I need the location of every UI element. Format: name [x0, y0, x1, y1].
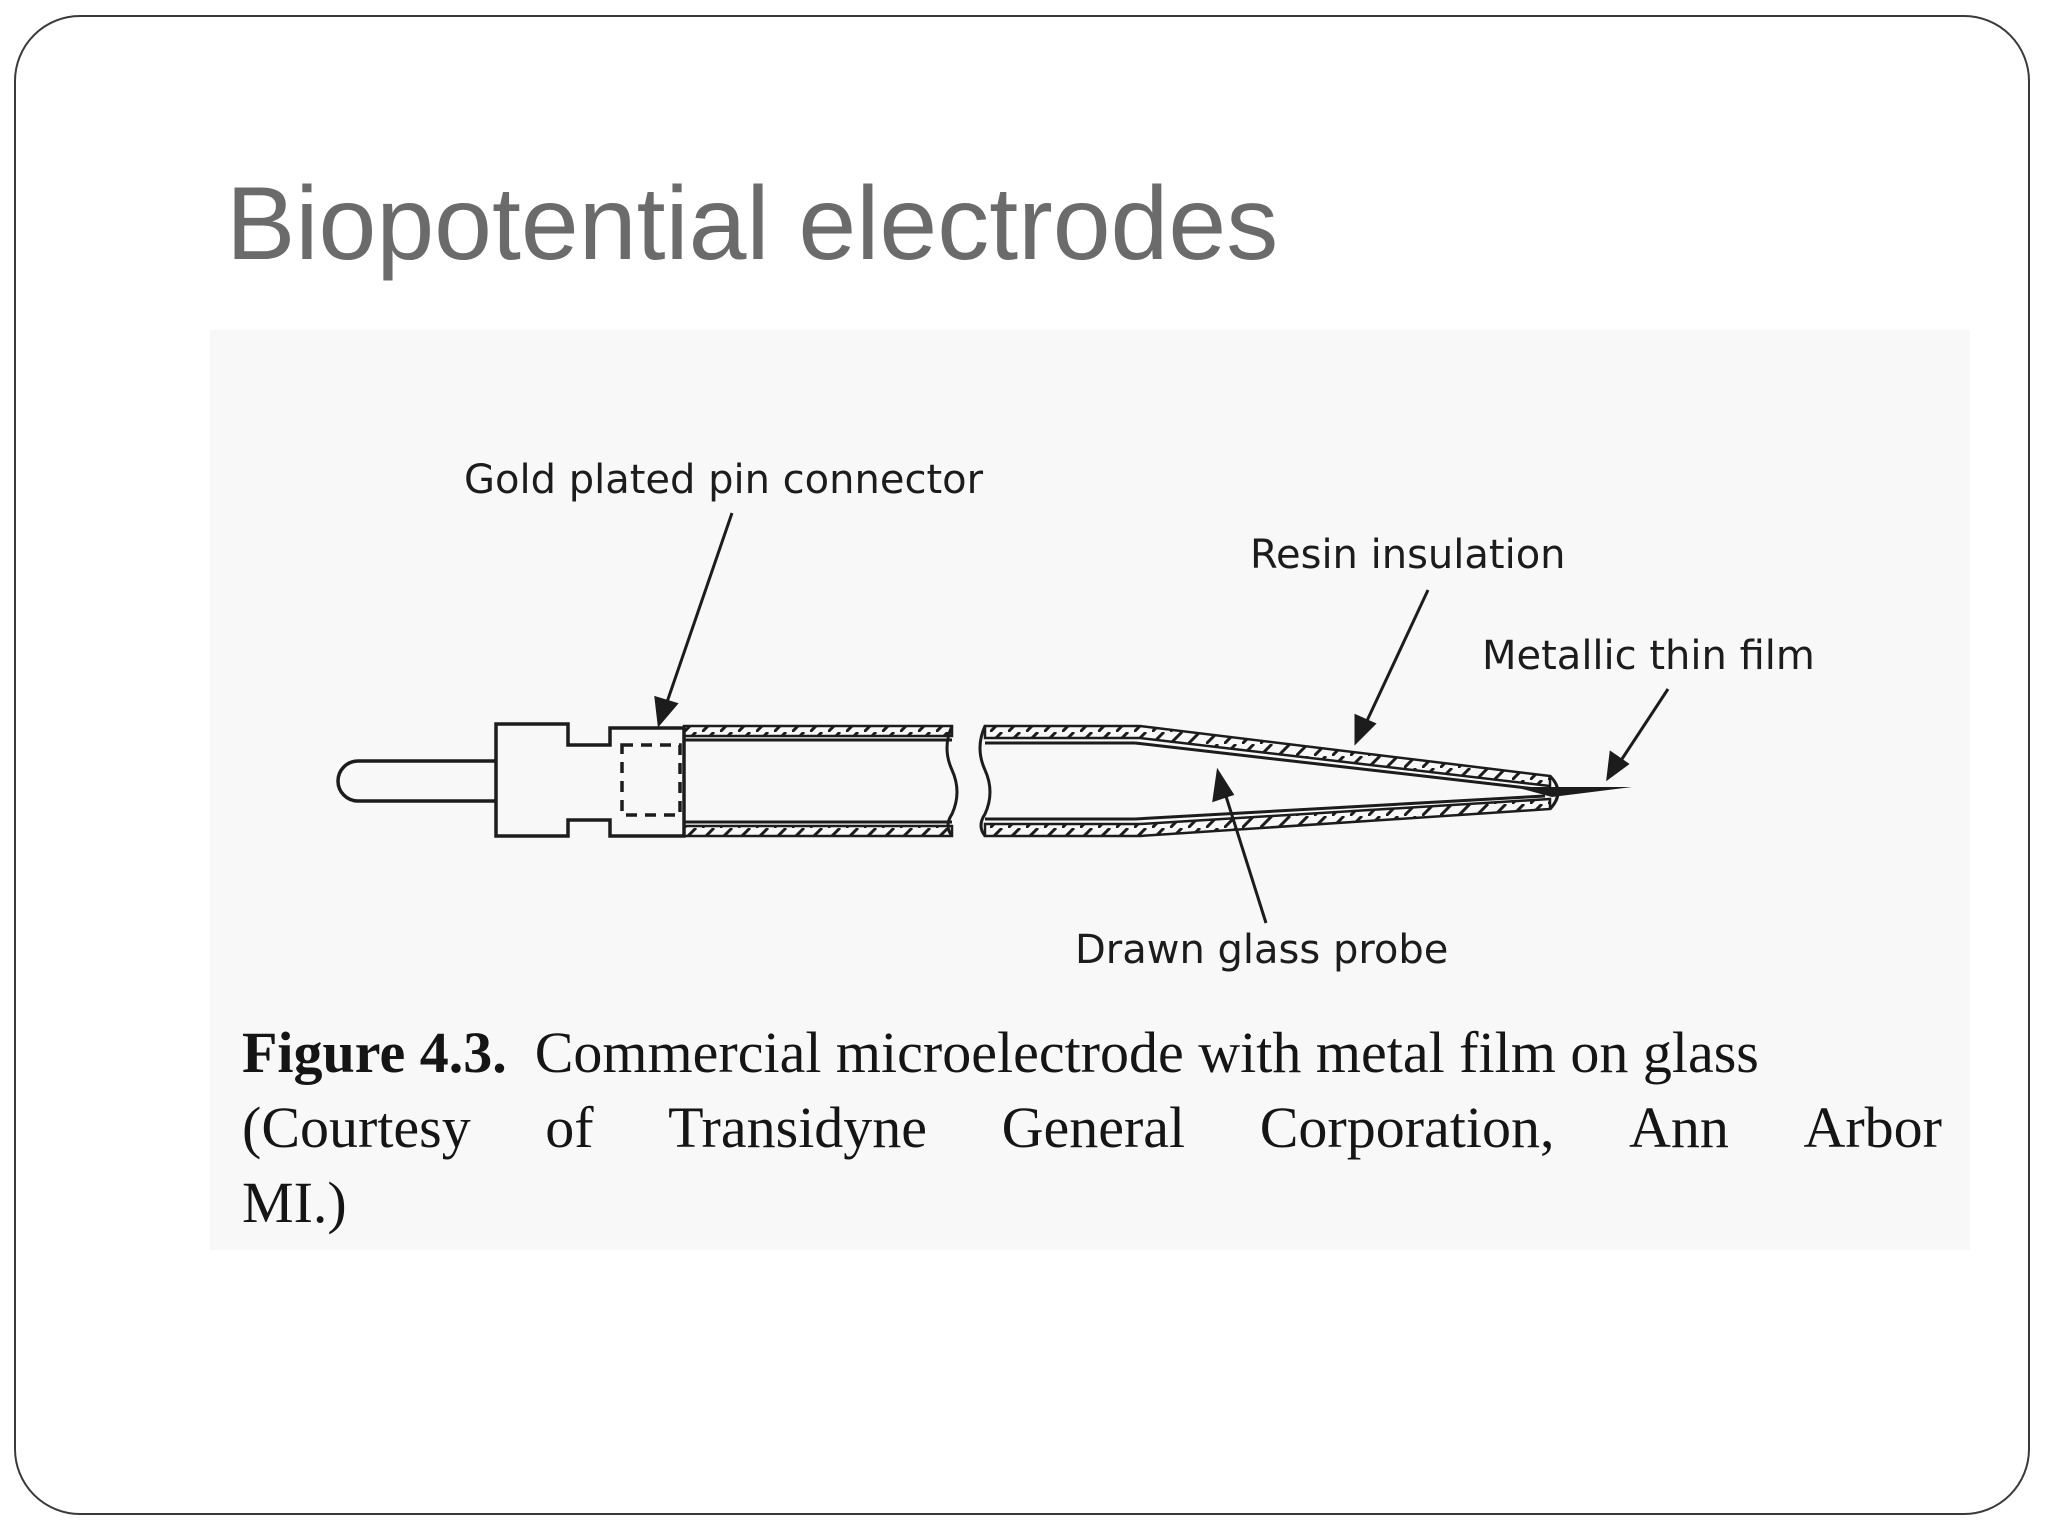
caption-word: Corporation,: [1259, 1095, 1555, 1160]
caption-text: Commercial microelectrode with metal fil…: [534, 1020, 1759, 1085]
figure-scan-area: [210, 330, 1970, 1250]
gold-plated-contact: [620, 743, 682, 817]
slide-title: Biopotential electrodes: [226, 166, 1279, 282]
figure-number: Figure 4.3.: [242, 1020, 507, 1085]
caption-word: of: [545, 1095, 594, 1160]
caption-line-2: (Courtesy of Transidyne General Corporat…: [242, 1090, 1942, 1165]
label-metallic-thin-film: Metallic thin film: [1482, 633, 1815, 679]
caption-word: Ann: [1629, 1095, 1729, 1160]
label-drawn-glass-probe: Drawn glass probe: [1075, 927, 1448, 973]
tube-right-section: [978, 724, 1632, 838]
label-resin-insulation: Resin insulation: [1250, 532, 1566, 578]
metallic-film-tip: [1515, 787, 1632, 797]
pin-connector: [336, 722, 686, 838]
caption-word: (Courtesy: [242, 1095, 471, 1160]
caption-word: Transidyne: [668, 1095, 928, 1160]
label-pin-connector: Gold plated pin connector: [464, 457, 984, 503]
caption-line-3: MI.): [242, 1170, 347, 1235]
leader-lines: [654, 512, 1670, 924]
caption-word: General: [1001, 1095, 1186, 1160]
caption-line-1: Figure 4.3. Commercial microelectrode wit…: [242, 1015, 1942, 1090]
caption-word: Arbor: [1803, 1095, 1942, 1160]
tube-left-section: [682, 724, 959, 838]
figure-caption: Figure 4.3. Commercial microelectrode wit…: [242, 1015, 1942, 1240]
